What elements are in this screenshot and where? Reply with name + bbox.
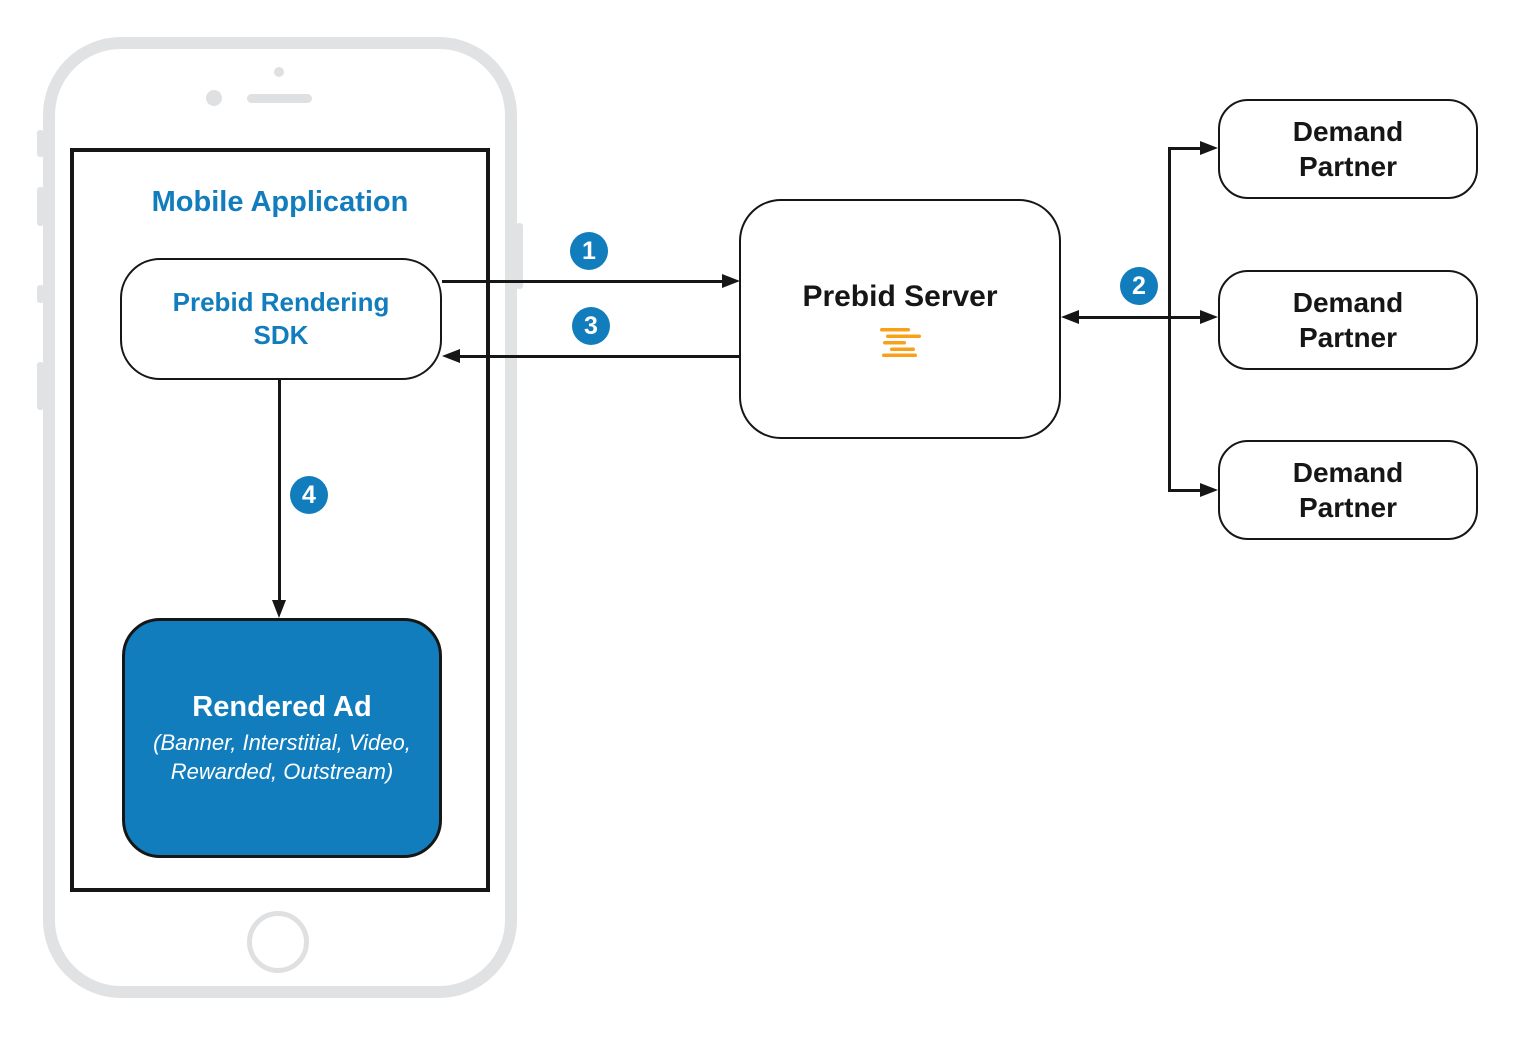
arrow-server-to-sdk-line [458,355,739,358]
phone-volume-up-button [37,187,44,226]
prebid-lines-logo-icon [880,328,921,357]
arrow-sdk-to-ad-head-icon [272,600,286,618]
rendered-ad-box: Rendered Ad (Banner, Interstitial, Video… [122,618,442,858]
branch-to-partner1-line [1170,147,1206,150]
arrow-into-partner1-head-icon [1200,141,1218,155]
branch-to-partner3-line [1170,489,1206,492]
phone-home-button [247,911,309,973]
step-badge-2: 2 [1120,267,1158,305]
phone-speaker-icon [247,94,312,103]
step-badge-4: 4 [290,476,328,514]
phone-mute-switch [37,130,44,157]
mobile-application-title: Mobile Application [151,186,409,218]
phone-camera-icon [274,67,284,77]
phone-volume-down-button [37,285,44,303]
prebid-server-box: Prebid Server [739,199,1061,439]
phone-power-button [516,223,523,289]
arrow-server-partners-main-line [1079,316,1206,319]
arrow-server-to-sdk-head-icon [442,349,460,363]
rendered-ad-subtitle-line2: Rewarded, Outstream) [170,758,394,784]
demand-partner-3-line2: Partner [1298,492,1398,523]
arrow-into-server-head-icon [1061,310,1079,324]
arrow-into-partner3-head-icon [1200,483,1218,497]
demand-partner-1-line1: Demand [1292,116,1404,147]
partner-branch-vertical-line [1168,147,1171,492]
prebid-rendering-sdk-box: Prebid Rendering SDK [120,258,442,380]
rendered-ad-title: Rendered Ad [192,690,372,723]
arrow-sdk-to-server-line [442,280,726,283]
step-badge-1: 1 [570,232,608,270]
demand-partner-box-2: Demand Partner [1218,270,1478,370]
demand-partner-3-line1: Demand [1292,457,1404,488]
demand-partner-2-line2: Partner [1298,322,1398,353]
arrow-into-partner2-head-icon [1200,310,1218,324]
demand-partner-2-line1: Demand [1292,287,1404,318]
arrow-sdk-to-server-head-icon [722,274,740,288]
sdk-label-line1: Prebid Rendering [172,287,390,317]
step-badge-3: 3 [572,307,610,345]
phone-side-button [37,362,44,410]
prebid-server-label: Prebid Server [802,280,998,313]
demand-partner-box-1: Demand Partner [1218,99,1478,199]
demand-partner-box-3: Demand Partner [1218,440,1478,540]
sdk-label-line2: SDK [253,320,309,350]
arrow-sdk-to-ad-line [278,380,281,604]
demand-partner-1-line2: Partner [1298,151,1398,182]
rendered-ad-subtitle-line1: (Banner, Interstitial, Video, [153,729,411,755]
phone-sensor-icon [206,90,222,106]
